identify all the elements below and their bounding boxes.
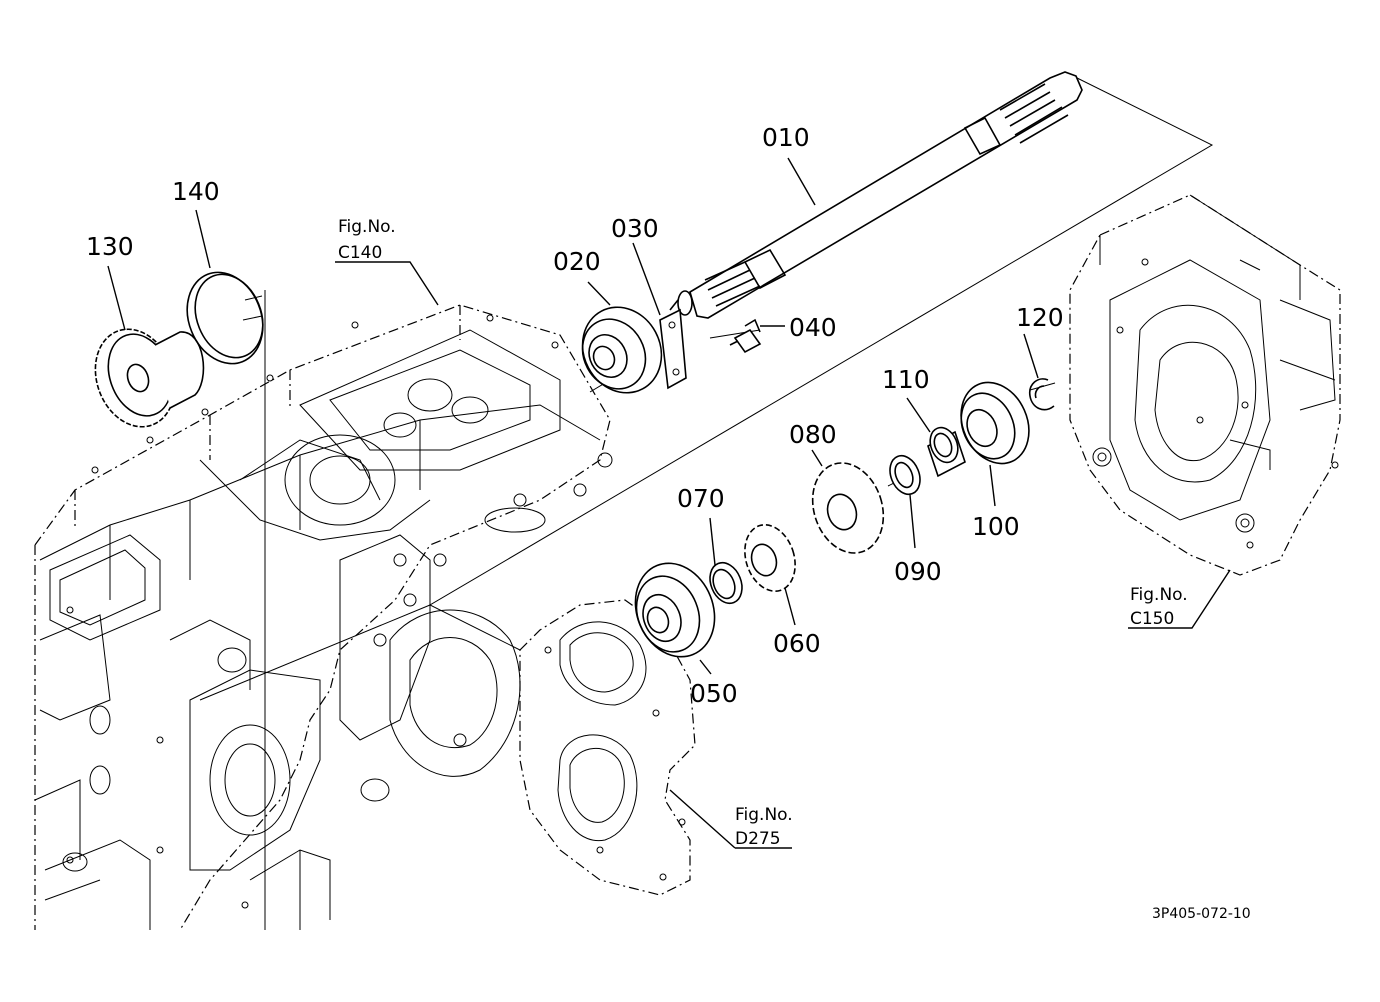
- fig-ref-c150-title: Fig.No.: [1130, 585, 1188, 605]
- part-label-020: 020: [553, 247, 601, 276]
- part-label-110: 110: [882, 365, 930, 394]
- leader-lines: [107, 157, 1231, 849]
- part-040-fitting: [729, 318, 762, 354]
- fig-ref-c150-number: C150: [1130, 609, 1174, 629]
- part-140-snap-ring: [186, 271, 264, 365]
- part-label-140: 140: [172, 177, 220, 206]
- part-030-plate: [659, 308, 687, 390]
- part-label-050: 050: [690, 679, 738, 708]
- part-label-040: 040: [789, 313, 837, 342]
- part-020-bearing: [581, 306, 663, 394]
- part-060-gear: [744, 524, 796, 592]
- part-label-070: 070: [677, 484, 725, 513]
- part-080-gear: [811, 462, 885, 554]
- part-label-030: 030: [611, 214, 659, 243]
- fig-ref-d275-title: Fig.No.: [735, 805, 793, 825]
- part-labels: 010 020 030 040 050 060 070 080 090 100 …: [86, 123, 1064, 708]
- part-label-010: 010: [762, 123, 810, 152]
- part-label-100: 100: [972, 512, 1020, 541]
- drawing-code: 3P405-072-10: [1152, 906, 1251, 922]
- part-100-bearing: [960, 381, 1030, 465]
- part-120-snap-ring: [1028, 378, 1055, 411]
- part-130-hub-gear: [94, 328, 205, 428]
- fig-ref-d275-number: D275: [735, 829, 781, 849]
- bearing-plate: [519, 599, 696, 896]
- fig-ref-c140-title: Fig.No.: [338, 217, 396, 237]
- part-050-bearing: [634, 562, 716, 658]
- part-070-collar: [709, 561, 743, 605]
- fig-ref-c140-number: C140: [338, 243, 382, 263]
- axis-lines: [199, 71, 1214, 930]
- part-090-washer: [889, 454, 921, 496]
- transmission-housing: [34, 304, 613, 931]
- part-label-120: 120: [1016, 303, 1064, 332]
- part-010-shaft: [669, 71, 1083, 319]
- part-label-060: 060: [773, 629, 821, 658]
- part-label-080: 080: [789, 420, 837, 449]
- part-label-090: 090: [894, 557, 942, 586]
- part-110-collar: [927, 426, 966, 478]
- gear-case: [1069, 194, 1341, 576]
- figure-references: Fig.No. C140 Fig.No. C150 Fig.No. D275: [338, 217, 1188, 849]
- part-label-130: 130: [86, 232, 134, 261]
